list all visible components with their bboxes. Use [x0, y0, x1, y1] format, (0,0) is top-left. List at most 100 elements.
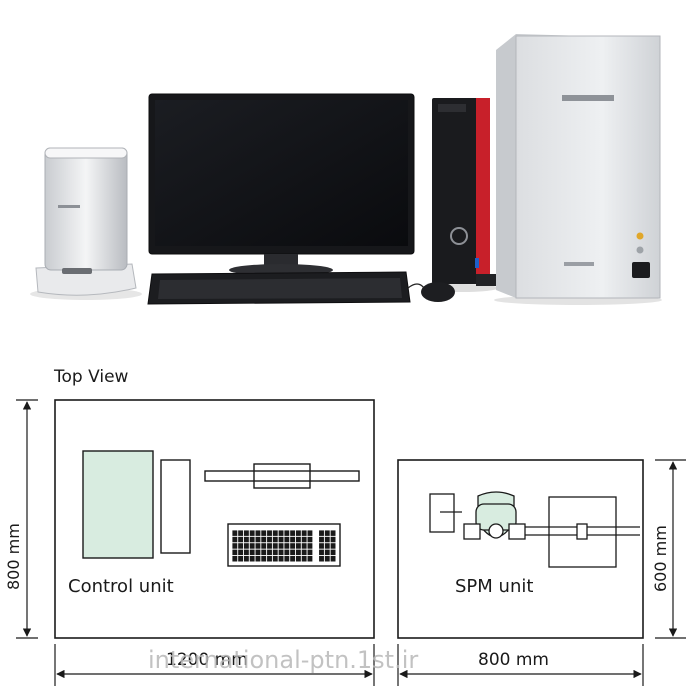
- pc-outline: [160, 459, 191, 554]
- keyboard-key: [301, 549, 307, 556]
- keyboard-key: [278, 556, 284, 562]
- keyboard-key: [238, 536, 244, 543]
- keyboard-key: [301, 543, 307, 549]
- product-photo: [30, 34, 662, 305]
- keyboard-key: [278, 530, 284, 536]
- keyboard-key: [261, 549, 267, 556]
- keyboard-key: [261, 536, 267, 543]
- dim-control-width-label: 1200 mm: [166, 650, 248, 670]
- keyboard-key: [243, 556, 249, 562]
- control-cabinet: [494, 34, 662, 305]
- keyboard-key: [267, 543, 272, 549]
- dim-spm-width: 800 mm: [397, 644, 644, 686]
- mouse: [407, 282, 455, 302]
- keyboard-key: [232, 530, 238, 536]
- spm-sample-circle: [488, 523, 504, 539]
- keyboard-key: [255, 549, 261, 556]
- keyboard-key: [319, 543, 324, 549]
- keyboard-key: [324, 543, 330, 549]
- keyboard-key: [238, 543, 244, 549]
- keyboard-key: [324, 530, 330, 536]
- keyboard-key: [278, 536, 284, 543]
- keyboard-key: [319, 536, 324, 543]
- keyboard-key: [238, 530, 244, 536]
- keyboard-key: [307, 543, 313, 549]
- keyboard-key: [261, 543, 267, 549]
- monitor-stand-outline: [253, 463, 311, 489]
- keyboard-key: [290, 556, 296, 562]
- keyboard-key: [249, 543, 255, 549]
- keyboard-key: [330, 549, 336, 556]
- keyboard-key: [232, 543, 238, 549]
- keyboard-key: [284, 556, 290, 562]
- keyboard-key: [278, 549, 284, 556]
- keyboard-key: [261, 530, 267, 536]
- keyboard-key: [272, 543, 278, 549]
- keyboard-key: [238, 549, 244, 556]
- spm-unit-label: SPM unit: [455, 576, 533, 597]
- dim-control-height-label: 800 mm: [4, 523, 23, 590]
- keyboard-key: [272, 549, 278, 556]
- keyboard-key: [243, 549, 249, 556]
- spm-head-unit: [30, 147, 142, 300]
- keyboard-key: [301, 536, 307, 543]
- keyboard-key: [290, 549, 296, 556]
- keyboard-key: [290, 543, 296, 549]
- keyboard-key: [243, 543, 249, 549]
- keyboard-key: [249, 530, 255, 536]
- keyboard-key: [324, 556, 330, 562]
- keyboard-key: [295, 536, 301, 543]
- keyboard-key: [324, 536, 330, 543]
- keyboard-key: [295, 543, 301, 549]
- keyboard-keys: [232, 530, 336, 562]
- keyboard-key: [255, 543, 261, 549]
- keyboard-key: [267, 556, 272, 562]
- keyboard-key: [232, 536, 238, 543]
- dim-control-width: 1200 mm: [54, 644, 375, 686]
- keyboard-key: [255, 536, 261, 543]
- keyboard-key: [272, 556, 278, 562]
- keyboard-key: [295, 549, 301, 556]
- monitor: [148, 93, 415, 276]
- monitor-outline: [204, 470, 360, 482]
- keyboard-key: [272, 536, 278, 543]
- keyboard-key: [255, 556, 261, 562]
- keyboard-key: [319, 530, 324, 536]
- cabinet-outline: [82, 450, 154, 559]
- view-title: Top View: [53, 367, 129, 387]
- keyboard-key: [330, 543, 336, 549]
- keyboard-key: [301, 556, 307, 562]
- keyboard-key: [272, 530, 278, 536]
- spm-controller-outline: [548, 496, 617, 568]
- control-unit-label: Control unit: [68, 576, 174, 597]
- spm-right-block: [508, 523, 526, 540]
- keyboard-key: [232, 556, 238, 562]
- keyboard: [147, 271, 411, 305]
- keyboard-key: [319, 549, 324, 556]
- keyboard-key: [232, 549, 238, 556]
- keyboard-key: [267, 549, 272, 556]
- keyboard-key: [324, 549, 330, 556]
- keyboard-key: [307, 536, 313, 543]
- keyboard-key: [249, 556, 255, 562]
- keyboard-key: [267, 530, 272, 536]
- keyboard-key: [249, 536, 255, 543]
- keyboard-key: [330, 556, 336, 562]
- keyboard-key: [243, 536, 249, 543]
- dim-spm-height-label: 600 mm: [651, 525, 670, 592]
- keyboard-key: [255, 530, 261, 536]
- spm-rail-block: [576, 523, 588, 540]
- keyboard-key: [284, 530, 290, 536]
- keyboard-key: [319, 556, 324, 562]
- spm-unit-frame: [397, 459, 644, 639]
- keyboard-key: [295, 530, 301, 536]
- keyboard-key: [243, 530, 249, 536]
- dim-spm-height: 600 mm: [651, 459, 686, 639]
- keyboard-key: [284, 536, 290, 543]
- keyboard-key: [290, 530, 296, 536]
- spm-left-block: [463, 523, 481, 540]
- watermark-text: international-ptn.1st.ir: [148, 646, 418, 674]
- keyboard-key: [330, 530, 336, 536]
- keyboard-key: [307, 549, 313, 556]
